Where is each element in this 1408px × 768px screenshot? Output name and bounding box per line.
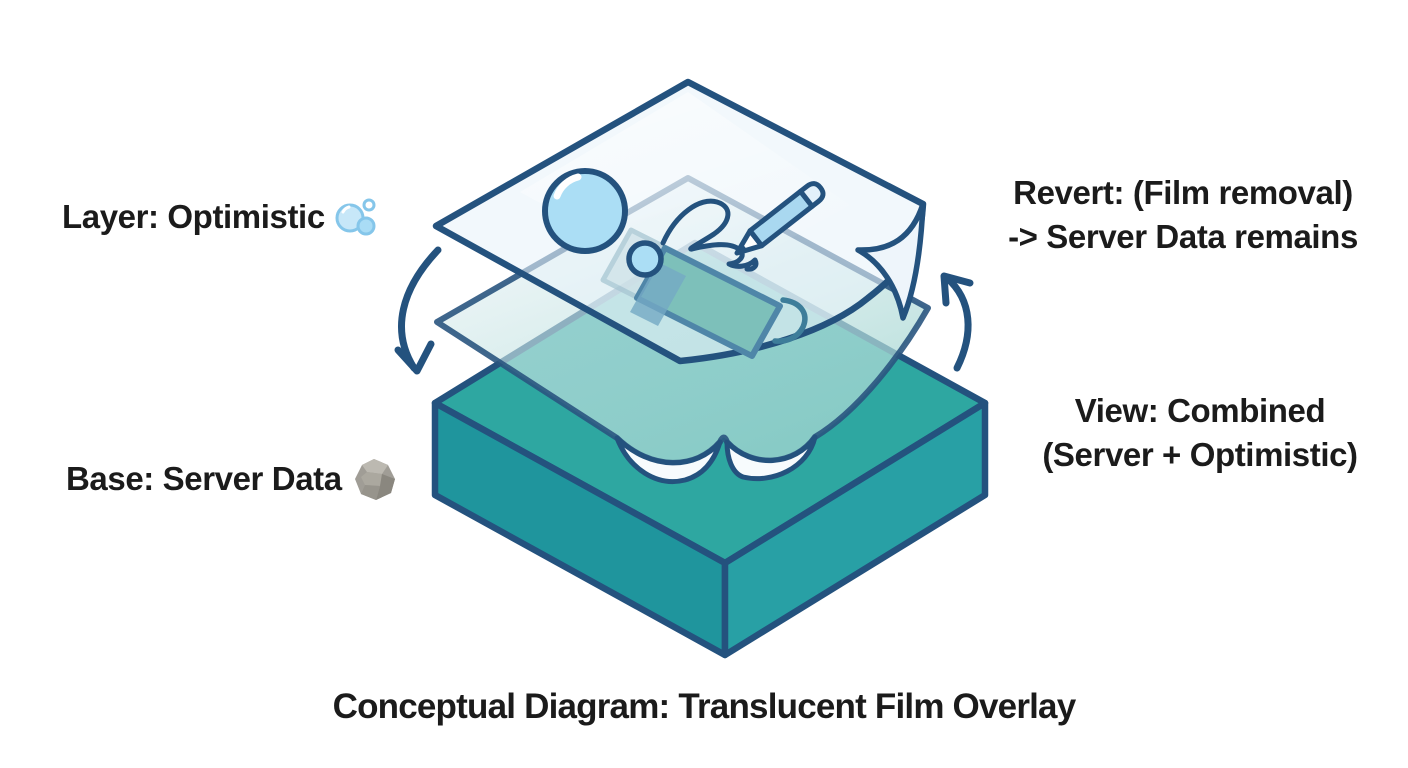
signature-squiggle: [660, 198, 759, 272]
view-label: View: Combined (Server + Optimistic): [1000, 389, 1400, 477]
base-label: Base: Server Data: [66, 455, 398, 503]
revert-label: Revert: (Film removal) -> Server Data re…: [978, 171, 1388, 259]
bubble-large: [542, 168, 628, 254]
layer-label-text: Layer: Optimistic: [62, 198, 325, 235]
film-underside-curl-left: [614, 435, 723, 484]
revert-label-line1: Revert: (Film removal): [1013, 174, 1353, 211]
layer-label: Layer: Optimistic: [62, 197, 379, 237]
bubble-small: [626, 240, 664, 278]
film-underside-curl-right: [724, 434, 818, 482]
bubbles-icon: [335, 198, 376, 236]
bubbles-decoration: [542, 168, 664, 278]
pencil-graphite: [737, 243, 748, 253]
revert-film-arrow: [940, 272, 974, 372]
view-label-line1: View: Combined: [1074, 392, 1326, 429]
apply-film-arrow: [394, 246, 442, 375]
rock-icon: [354, 459, 395, 500]
optimistic-card-stripe: [630, 262, 686, 326]
revert-label-line2: -> Server Data remains: [1008, 218, 1358, 255]
box-right-face: [721, 399, 989, 659]
revert-arrow-head: [940, 272, 974, 307]
view-label-line2: (Server + Optimistic): [1042, 436, 1358, 473]
film-corner-curl: [855, 201, 926, 321]
diagram-caption: Conceptual Diagram: Translucent Film Ove…: [332, 687, 1077, 726]
base-label-text: Base: Server Data: [66, 460, 342, 497]
bubble-highlight: [553, 173, 582, 200]
card-hook-arrow: [772, 297, 808, 344]
revert-arrow-curve: [943, 274, 972, 372]
apply-arrow-curve: [398, 246, 442, 372]
pencil-icon: [734, 181, 826, 256]
pencil-cap: [797, 181, 826, 209]
apply-arrow-head: [394, 340, 435, 375]
